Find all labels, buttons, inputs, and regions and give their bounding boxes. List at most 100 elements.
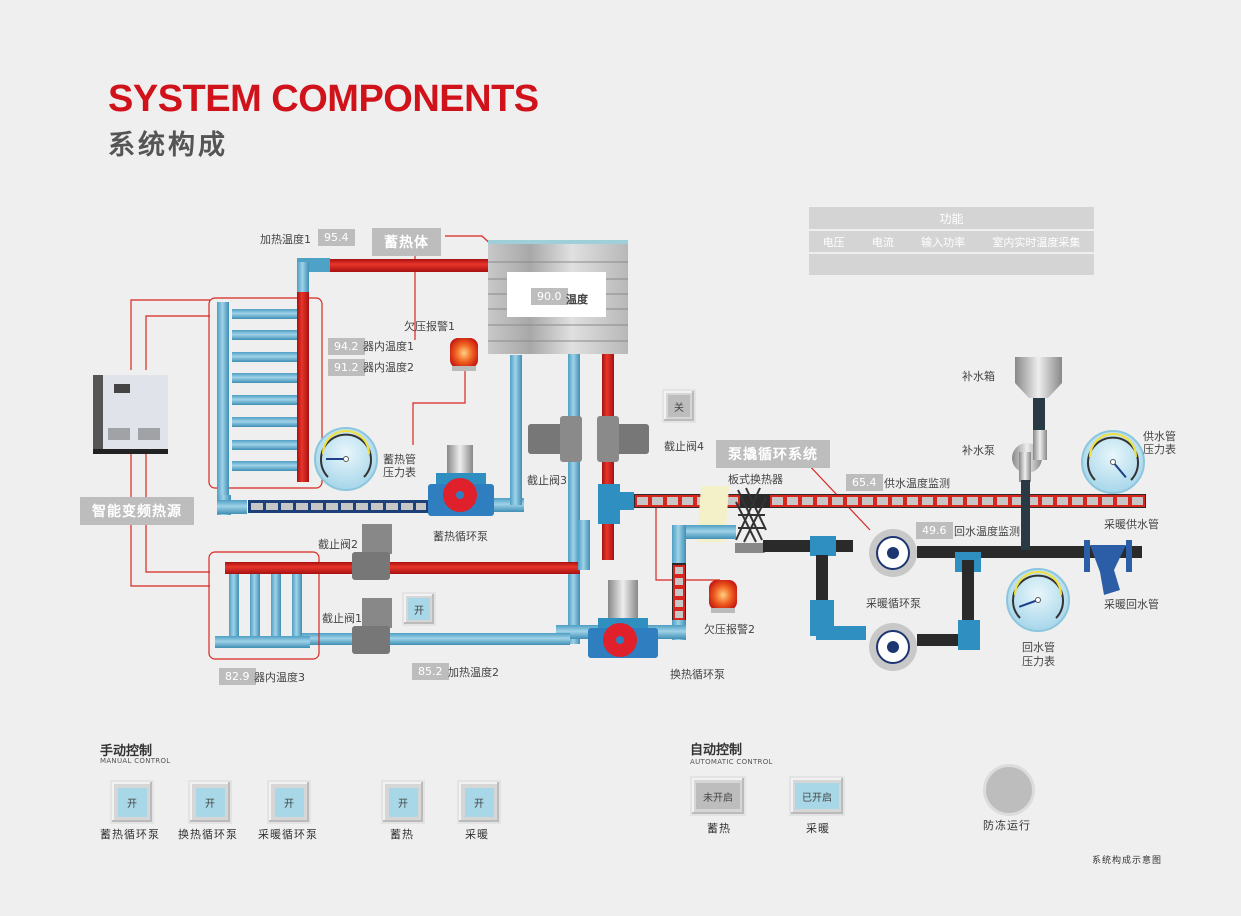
hot-pipe-top — [330, 259, 490, 272]
storage-pipe-pressure-gauge — [314, 427, 378, 491]
manual-storage-pump-button[interactable]: 开 — [110, 780, 154, 824]
supply-pipe-pressure-gauge — [1081, 430, 1145, 494]
supply-temp-value: 65.4 — [846, 474, 883, 491]
return-gauge-label: 回水管压力表 — [1022, 641, 1055, 668]
manual-storage-button[interactable]: 开 — [381, 780, 425, 824]
heat-temp-1-label: 加热温度1 — [260, 233, 311, 246]
valve-3-body — [528, 416, 582, 462]
pipe-cell — [935, 495, 950, 507]
manual-storage-pump-label: 蓄热循环泵 — [100, 828, 160, 841]
function-input-power: 输入功率 — [921, 235, 966, 249]
footer-caption: 系统构成示意图 — [1092, 856, 1163, 866]
valve-4-label: 截止阀4 — [664, 440, 704, 453]
pipe-cell — [995, 495, 1010, 507]
pipe-cell — [890, 495, 905, 507]
pipe-cell — [785, 495, 800, 507]
heating-pump-2 — [869, 623, 917, 671]
page-title-en: SYSTEM COMPONENTS — [108, 78, 539, 120]
pipe-cell — [965, 495, 980, 507]
function-table-items: 电压 电流 输入功率 室内实时温度采集 — [809, 231, 1094, 252]
pipe-cell — [680, 495, 695, 507]
inner-temp-3-label: 器内温度3 — [254, 671, 305, 684]
auto-control-subtitle: AUTOMATIC CONTROL — [690, 758, 773, 766]
manual-heating-label: 采暖 — [465, 828, 489, 841]
coil-rungs — [232, 309, 298, 471]
inner-temp-3-value: 82.9 — [219, 668, 256, 685]
valve-1-label: 截止阀1 — [322, 612, 362, 625]
pipe-cell — [980, 495, 995, 507]
antifreeze-label: 防冻运行 — [983, 819, 1031, 832]
pipe-cell — [860, 495, 875, 507]
valve-1-toggle-button[interactable]: 开 — [402, 592, 436, 626]
tag-heat-storage: 蓄热体 — [372, 228, 441, 256]
pipe-cell — [905, 495, 920, 507]
heater-box-3 — [208, 551, 320, 660]
pipe-cell — [1070, 495, 1085, 507]
return-temp-label: 回水温度监测 — [954, 525, 1020, 538]
pipe-cell — [800, 495, 815, 507]
function-table-empty-row — [809, 254, 1094, 275]
manual-exchange-pump-button[interactable]: 开 — [188, 780, 232, 824]
inner-temp-1-value: 94.2 — [328, 338, 365, 355]
auto-heating-button[interactable]: 已开启 — [789, 776, 845, 816]
auto-heating-label: 采暖 — [806, 822, 830, 835]
manual-control-subtitle: MANUAL CONTROL — [100, 757, 171, 765]
supply-temp-label: 供水温度监测 — [884, 477, 950, 490]
inner-temp-2-label: 器内温度2 — [363, 361, 414, 374]
return-pipe-label: 采暖回水管 — [1104, 598, 1159, 611]
auto-control-title: 自动控制 — [690, 743, 743, 758]
supply-gauge-label: 供水管压力表 — [1143, 430, 1176, 456]
page-title-cn: 系统构成 — [108, 130, 228, 161]
auto-storage-button[interactable]: 未开启 — [690, 776, 746, 816]
tag-pump-circuit: 泵撬循环系统 — [716, 440, 830, 468]
exchange-pump — [588, 580, 658, 658]
pipe-cell — [950, 495, 965, 507]
pipe-cell — [770, 495, 785, 507]
hot-pipe-lower — [225, 562, 580, 574]
valve-2-body — [352, 524, 392, 580]
heater-box-1 — [208, 297, 323, 489]
tank-temp-value: 90.0 — [531, 288, 568, 305]
function-table-title: 功能 — [809, 207, 1094, 229]
pipe-cell — [875, 495, 890, 507]
heating-pump-1 — [869, 529, 917, 577]
inner-temp-1-label: 器内温度1 — [363, 340, 414, 353]
pipe-cell — [1100, 495, 1115, 507]
manual-heating-button[interactable]: 开 — [457, 780, 501, 824]
valve-1-body — [352, 598, 392, 654]
pipe-cell — [650, 495, 665, 507]
storage-pump — [428, 445, 494, 516]
manual-control-title: 手动控制 — [100, 744, 153, 759]
manual-heating-pump-label: 采暖循环泵 — [258, 828, 318, 841]
manual-heating-pump-button[interactable]: 开 — [267, 780, 311, 824]
heat-temp-2-value: 85.2 — [412, 663, 449, 680]
supply-pipe-label: 采暖供水管 — [1104, 518, 1159, 531]
signal-lines — [130, 235, 871, 587]
manual-storage-label: 蓄热 — [390, 828, 414, 841]
heat-temp-1-value: 95.4 — [318, 229, 355, 246]
exchange-pump-label: 换热循环泵 — [670, 668, 725, 681]
valve-3-label: 截止阀3 — [527, 474, 567, 487]
tag-heat-source: 智能变频热源 — [80, 497, 194, 525]
makeup-pump — [1012, 430, 1047, 482]
valve-4-toggle-button[interactable]: 关 — [662, 389, 696, 423]
tank-temp-label: 温度 — [566, 293, 588, 306]
makeup-tank-label: 补水箱 — [962, 370, 995, 383]
heat-temp-2-label: 加热温度2 — [448, 666, 499, 679]
return-temp-value: 49.6 — [916, 522, 953, 539]
alarm-2-light — [709, 580, 737, 613]
antifreeze-indicator[interactable] — [983, 764, 1035, 816]
pipe-cell — [845, 495, 860, 507]
pipe-cell — [1115, 495, 1130, 507]
pipe-cell — [665, 495, 680, 507]
return-pipe-pressure-gauge — [1006, 568, 1070, 632]
function-voltage: 电压 — [822, 235, 845, 249]
return-strainer — [1084, 540, 1132, 595]
makeup-pump-label: 补水泵 — [962, 444, 995, 457]
function-indoor-temp: 室内实时温度采集 — [992, 235, 1081, 249]
auto-storage-label: 蓄热 — [707, 822, 731, 835]
pipe-cell — [1040, 495, 1055, 507]
alarm-1-light — [450, 338, 478, 371]
alarm-2-label: 欠压报警2 — [704, 623, 755, 636]
